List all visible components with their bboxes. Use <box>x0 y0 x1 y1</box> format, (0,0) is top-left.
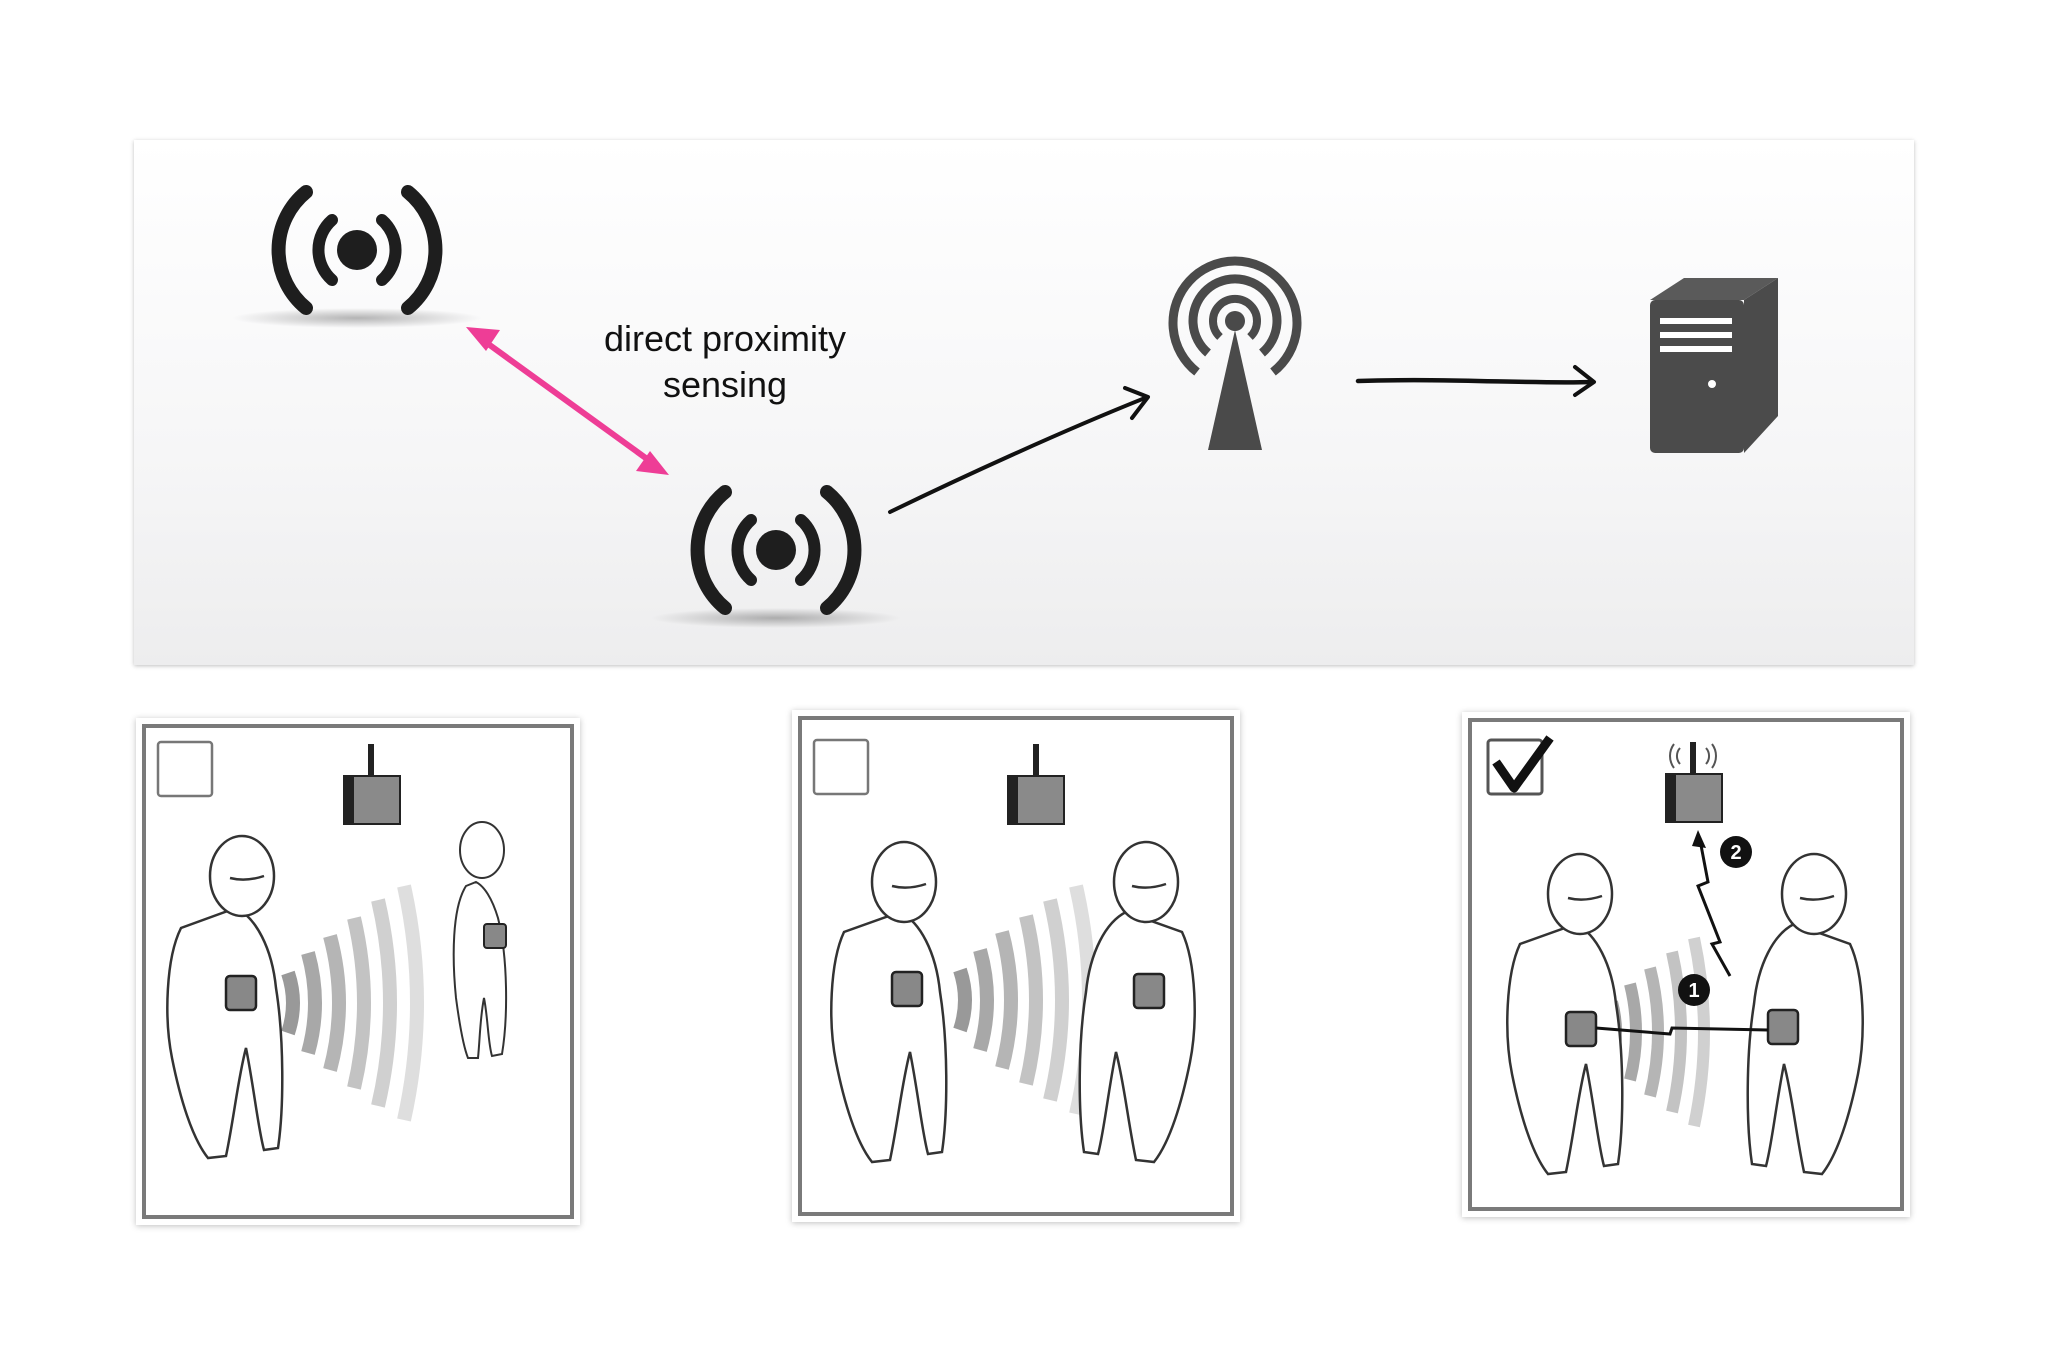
person-figure-left <box>166 834 284 1160</box>
checkbox-unchecked <box>812 738 870 796</box>
arrow-to-tower <box>888 386 1150 514</box>
badge-device-right <box>1766 1008 1800 1046</box>
lightning-link-gateway <box>1692 830 1732 977</box>
proximity-double-arrow <box>466 327 669 475</box>
server-icon <box>1650 278 1778 453</box>
badge-device-right <box>483 923 507 949</box>
badge-device-left <box>224 974 258 1012</box>
lightning-link-badges <box>1595 1026 1769 1036</box>
badge-device-right <box>1132 972 1166 1010</box>
checkbox-unchecked <box>156 740 214 798</box>
beacon-icon-1 <box>232 185 482 328</box>
scene-panel-1 <box>136 718 580 1225</box>
arrow-to-server <box>1355 365 1596 397</box>
badge-device-left <box>1564 1010 1598 1048</box>
person-figure-left <box>830 840 948 1164</box>
step-badge-2: 2 <box>1720 836 1752 868</box>
proximity-label-line2: sensing <box>662 364 788 405</box>
gateway-device-icon <box>343 744 401 825</box>
svg-text:1: 1 <box>1688 980 1699 1002</box>
signal-waves <box>953 884 1096 1116</box>
scene-panel-2 <box>792 710 1240 1222</box>
antenna-tower-icon <box>1168 256 1302 450</box>
svg-text:2: 2 <box>1730 842 1741 864</box>
gateway-device-icon <box>1665 742 1723 823</box>
person-figure-left <box>1506 852 1624 1176</box>
proximity-label-line1: direct proximity <box>603 318 847 359</box>
person-figure-right <box>1078 840 1196 1164</box>
checkbox-checked <box>1486 735 1554 796</box>
gateway-device-icon <box>1007 744 1065 825</box>
beacon-icon-2 <box>651 485 901 628</box>
step-badge-1: 1 <box>1678 974 1710 1006</box>
proximity-label: direct proximity sensing <box>560 316 890 408</box>
signal-waves <box>281 884 424 1122</box>
scene-panel-3: 2 1 <box>1462 712 1910 1217</box>
badge-device-left <box>890 970 924 1008</box>
person-figure-right <box>1746 852 1864 1176</box>
